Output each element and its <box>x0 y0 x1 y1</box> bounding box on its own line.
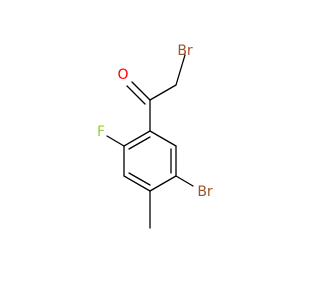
bond-carbonyl-o-2 <box>126 85 146 105</box>
structure-diagram: Br O F Br <box>97 43 213 229</box>
bond-ring-6 <box>149 130 177 147</box>
bond-ch2-br <box>175 54 186 86</box>
bond-carbonyl-o-1 <box>131 81 151 101</box>
bond-ring-3 <box>123 175 151 192</box>
bond-ring-inner-1 <box>128 136 151 150</box>
bond-ring-4 <box>149 175 177 192</box>
bond-ring-inner-2 <box>128 172 151 186</box>
bond-c-br <box>175 175 194 187</box>
bond-c-f <box>106 135 125 147</box>
bond-carbonyl-ch2 <box>149 84 177 101</box>
molecule-canvas: Br O F Br <box>97 43 213 229</box>
atom-fluorine: F <box>97 124 105 140</box>
atom-oxygen: O <box>117 67 128 83</box>
bonds <box>106 54 194 229</box>
atom-br-ring: Br <box>197 184 213 200</box>
bond-ring-1 <box>123 130 151 147</box>
atom-br-top: Br <box>177 43 193 59</box>
